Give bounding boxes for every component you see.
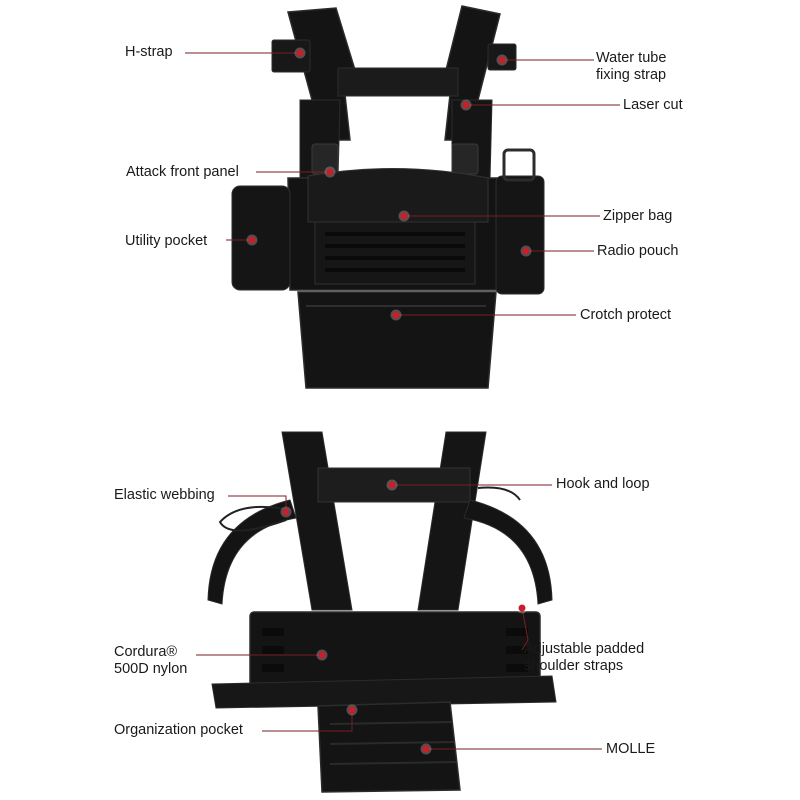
right-buckle — [451, 143, 479, 175]
marker-elastic-webbing — [282, 508, 290, 516]
label-utility-pocket: Utility pocket — [125, 233, 208, 249]
label-molle: MOLLE — [606, 741, 656, 757]
chest-rig-back-view — [207, 431, 557, 793]
chest-rig-front-view — [231, 5, 545, 389]
label-attack-front-panel: Attack front panel — [126, 164, 239, 180]
marker-hook-and-loop — [388, 481, 396, 489]
laser-cut-panel — [314, 221, 476, 285]
marker-utility-pocket — [248, 236, 256, 244]
right-side-strap — [463, 499, 553, 605]
h-strap-left-tab — [271, 39, 311, 73]
laser-cut-slots — [325, 232, 465, 272]
radio-antenna-loop — [502, 148, 536, 182]
label-elastic-webbing: Elastic webbing — [114, 487, 215, 503]
marker-crotch-protect — [392, 311, 400, 319]
leader-organization-pocket — [262, 710, 353, 732]
leader-adjustable-padded-shoulder-straps — [521, 607, 529, 651]
marker-molle — [422, 745, 430, 753]
h-strap-top-panel — [337, 67, 459, 97]
leader-elastic-webbing — [228, 495, 287, 512]
marker-radio-pouch — [522, 247, 530, 255]
label-radio-pouch: Radio pouch — [597, 243, 679, 259]
elastic-webbing-cord-left — [218, 505, 291, 532]
radio-pouch-shape — [495, 175, 545, 295]
label-cordura-500d-nylon: Cordura®500D nylon — [114, 644, 188, 677]
label-crotch-protect: Crotch protect — [580, 307, 672, 323]
utility-pocket-shape — [231, 185, 291, 291]
marker-laser-cut — [462, 101, 470, 109]
organization-pocket-shape — [317, 701, 461, 793]
label-hook-and-loop: Hook and loop — [556, 476, 650, 492]
marker-organization-pocket — [348, 706, 356, 714]
label-zipper-bag: Zipper bag — [603, 208, 673, 224]
marker-adjustable-padded-shoulder-straps — [518, 604, 526, 612]
label-organization-pocket: Organization pocket — [114, 722, 243, 738]
marker-attack-front-panel — [326, 168, 334, 176]
marker-zipper-bag — [400, 212, 408, 220]
marker-water-tube-fixing-strap — [498, 56, 506, 64]
cordura-back-panel — [249, 611, 541, 687]
elastic-webbing-cord-right — [477, 486, 521, 501]
zipper-bag-shape — [307, 168, 489, 223]
label-h-strap: H-strap — [125, 44, 173, 60]
callout-leaders — [185, 47, 620, 755]
molle-pocket-grid — [329, 721, 457, 765]
marker-cordura-500d-nylon — [318, 651, 326, 659]
molle-slots — [262, 628, 528, 672]
back-left-strap — [281, 431, 353, 611]
waist-band — [211, 675, 557, 709]
marker-h-strap — [296, 49, 304, 57]
crotch-protect-shape — [297, 291, 497, 389]
label-laser-cut: Laser cut — [623, 97, 683, 113]
